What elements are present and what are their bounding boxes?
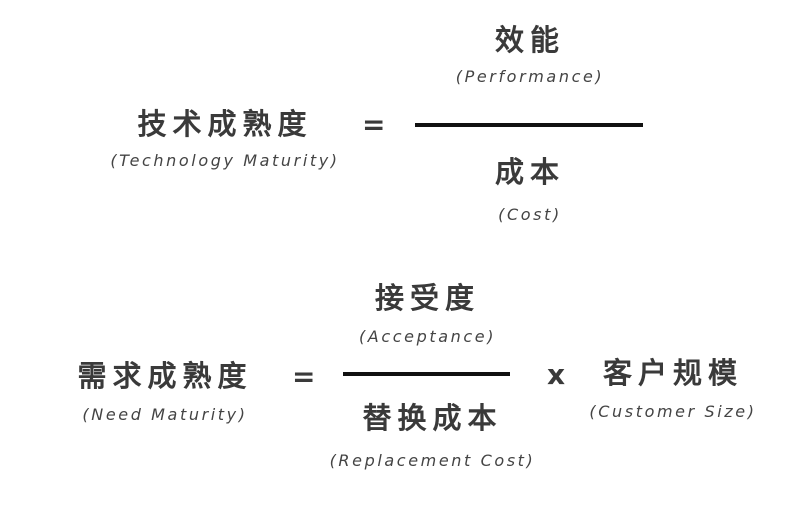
formula2-multiplier: 客户规模 (Customer Size): [578, 355, 768, 423]
formula2-numerator: 接受度 (Acceptance): [320, 280, 535, 348]
formula1-denominator: 成本 (Cost): [430, 154, 630, 226]
formula1-denominator-zh: 成本: [494, 155, 565, 189]
formula2-denominator: 替换成本 (Replacement Cost): [300, 400, 565, 472]
formula2-lhs-zh: 需求成熟度: [77, 359, 253, 393]
formula2-multiplier-zh: 客户规模: [602, 356, 743, 390]
formula2-denominator-en: (Replacement Cost): [329, 451, 536, 470]
formula2-lhs: 需求成熟度 (Need Maturity): [55, 358, 275, 426]
formula2-times-sign: x: [547, 358, 566, 391]
formula1-numerator-en: (Performance): [455, 67, 605, 86]
formula1-equals-sign: =: [362, 108, 386, 141]
formula1-denominator-en: (Cost): [498, 205, 562, 224]
formula2-numerator-en: (Acceptance): [358, 327, 497, 346]
formula2-fraction-bar: [343, 372, 510, 376]
formula2-lhs-en: (Need Maturity): [82, 405, 248, 424]
formula1-numerator: 效能 (Performance): [430, 22, 630, 88]
formula1-lhs-en: (Technology Maturity): [110, 151, 340, 170]
formula1-lhs: 技术成熟度 (Technology Maturity): [100, 106, 350, 172]
formula1-numerator-zh: 效能: [494, 23, 565, 57]
formula2-numerator-zh: 接受度: [374, 281, 480, 315]
formula1-fraction-bar: [415, 123, 643, 127]
formula2-equals-sign: =: [292, 360, 316, 393]
formula2-multiplier-en: (Customer Size): [589, 402, 757, 421]
formula2-denominator-zh: 替换成本: [362, 401, 503, 435]
formula1-lhs-zh: 技术成熟度: [137, 107, 313, 141]
